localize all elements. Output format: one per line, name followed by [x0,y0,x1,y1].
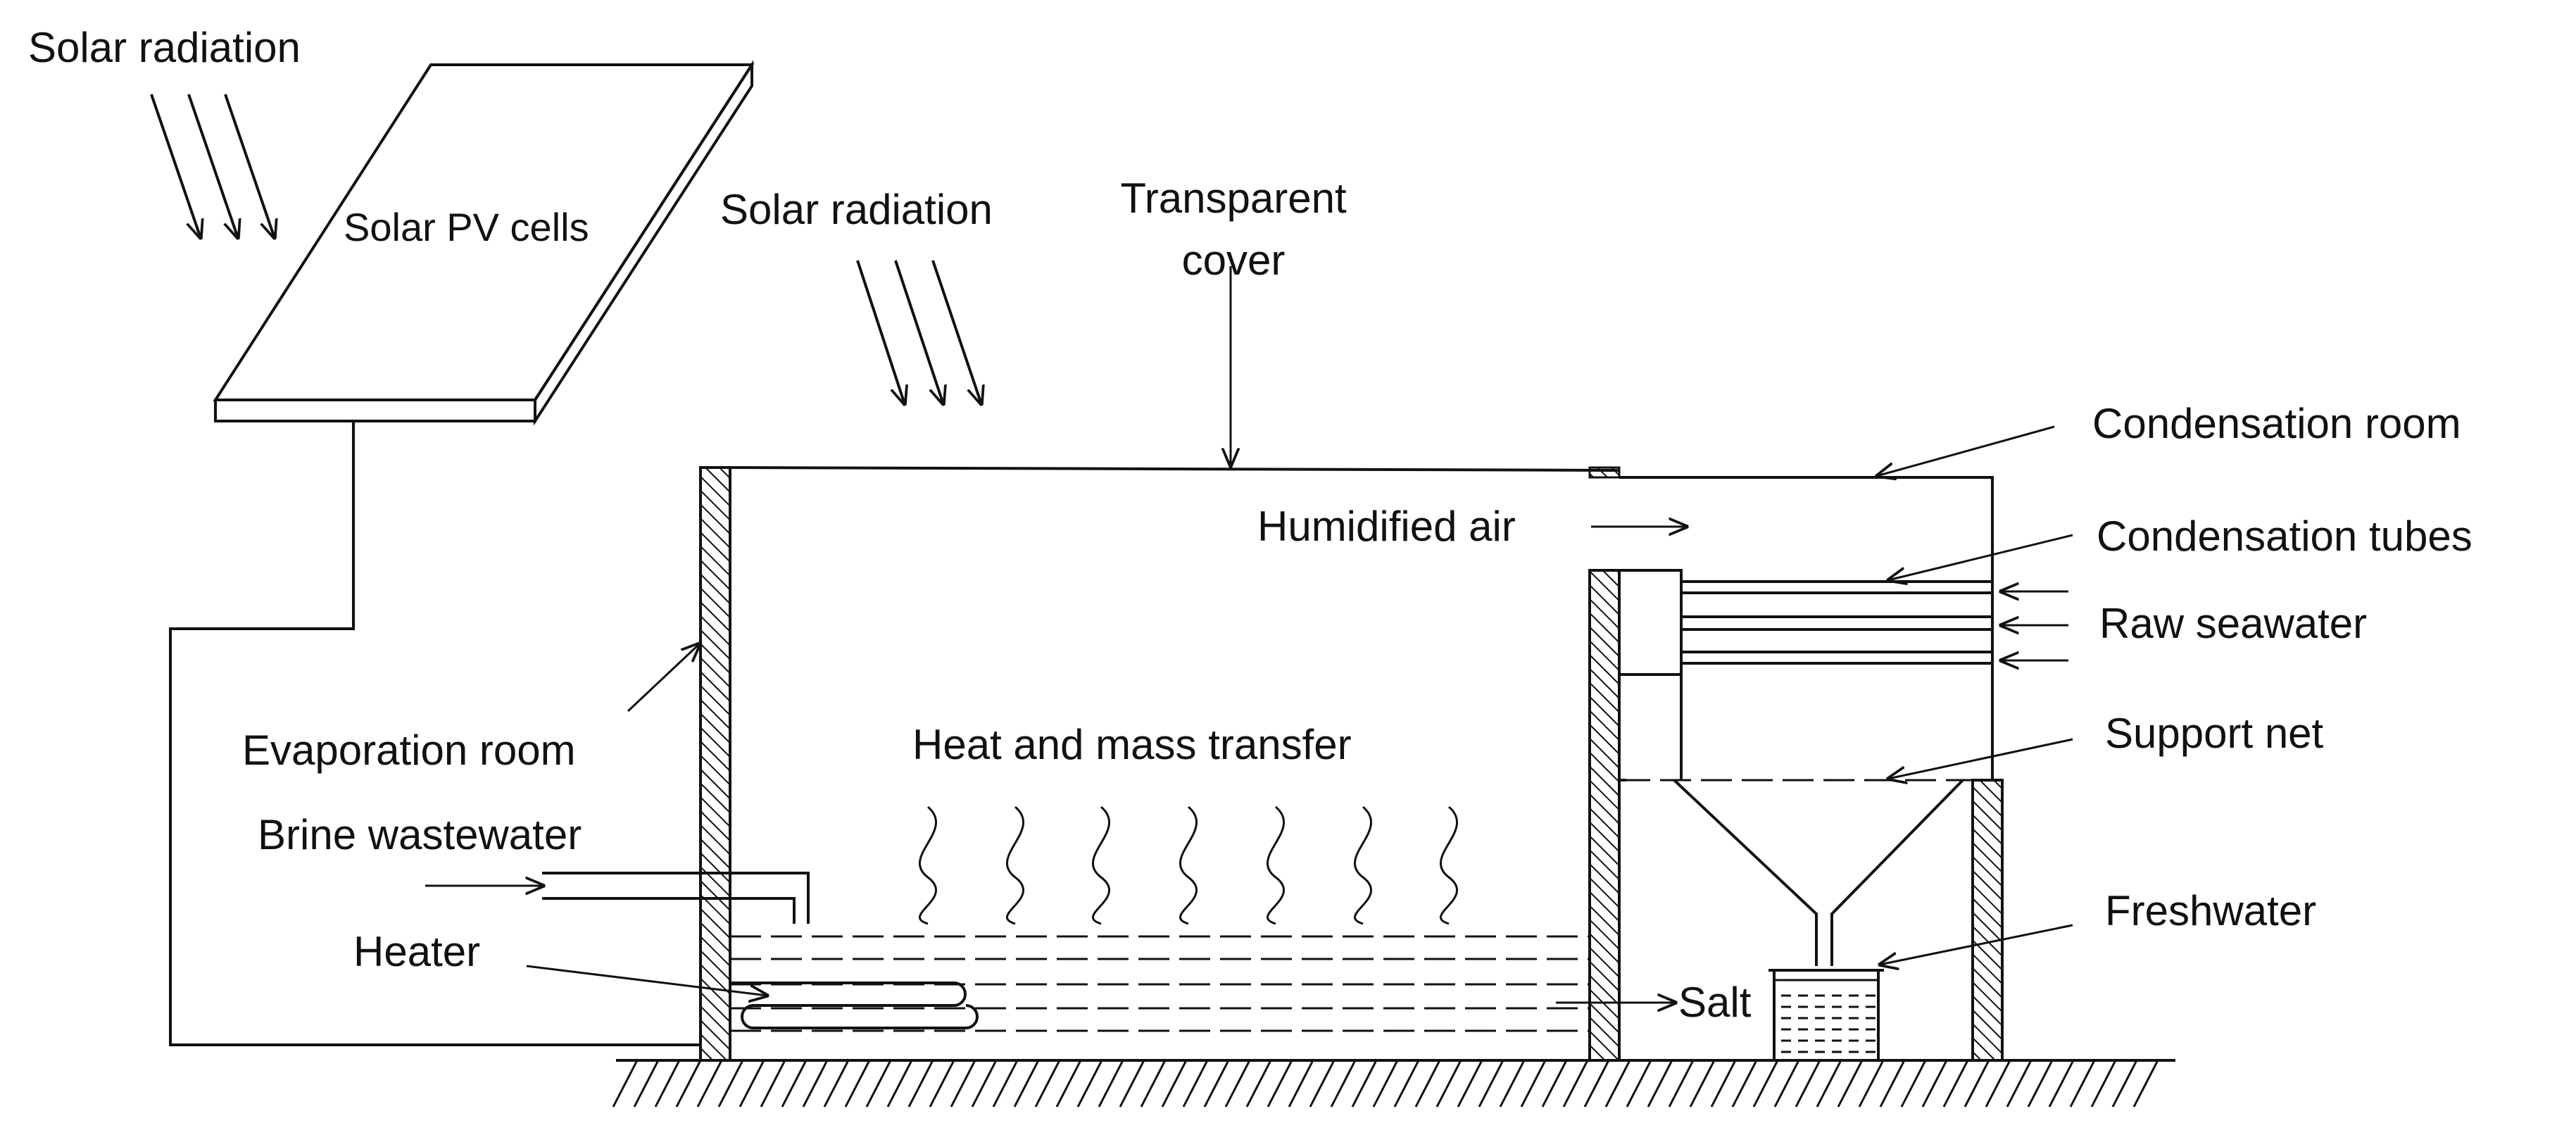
brine-basin-water [730,935,1590,1032]
evaporation-room-left-wall [699,466,731,1062]
label-freshwater: Freshwater [2105,887,2316,934]
evaporation-room-arrow [627,644,700,713]
transparent-cover [729,466,1620,472]
heat-transfer-waves [918,805,1459,925]
label-transparent-cover-1: Transparent [1120,175,1347,222]
condensation-room-arrow [1877,425,2055,476]
label-evaporation-room: Evaporation room [242,727,576,774]
ground [612,1059,2175,1108]
condensation-tubes [1681,580,1992,665]
freshwater-container [1768,969,1884,1062]
tube-header [1618,569,1683,676]
condensation-room [1619,476,2004,1062]
label-raw-seawater: Raw seawater [2099,600,2367,647]
label-solar-radiation-left: Solar radiation [28,24,301,71]
condensation-tubes-arrow [1888,534,2073,580]
partition-wall [1588,569,1621,1062]
label-support-net: Support net [2105,710,2324,757]
pv-wire [169,421,703,1046]
solar-radiation-arrows-center [856,260,981,404]
label-solar-pv-cells: Solar PV cells [344,205,589,249]
label-transparent-cover-2: cover [1182,237,1286,284]
label-condensation-tubes: Condensation tubes [2097,513,2473,560]
label-salt: Salt [1678,979,1752,1026]
heater-arrow [526,965,767,996]
label-humidified-air: Humidified air [1257,503,1516,550]
label-heater: Heater [353,928,480,975]
label-solar-radiation-center: Solar radiation [720,186,993,233]
freshwater-arrow [1880,924,2073,965]
support-net-arrow [1888,738,2073,779]
condensation-room-right-wall [1971,779,2004,1062]
label-heat-and-mass-transfer: Heat and mass transfer [912,721,1352,768]
raw-seawater-arrows [2001,591,2068,660]
ground-hatch [612,1060,2159,1108]
collection-funnel [1673,779,1964,966]
label-brine-wastewater: Brine wastewater [258,811,582,858]
solar-radiation-arrows-left [150,94,275,238]
evaporation-room [699,466,1621,1062]
brine-inlet-pipe [542,872,810,924]
heater-coil [730,982,979,1029]
solar-pv-panel [213,60,755,426]
label-condensation-room: Condensation room [2092,400,2461,447]
freshwater-level [1781,994,1876,1053]
